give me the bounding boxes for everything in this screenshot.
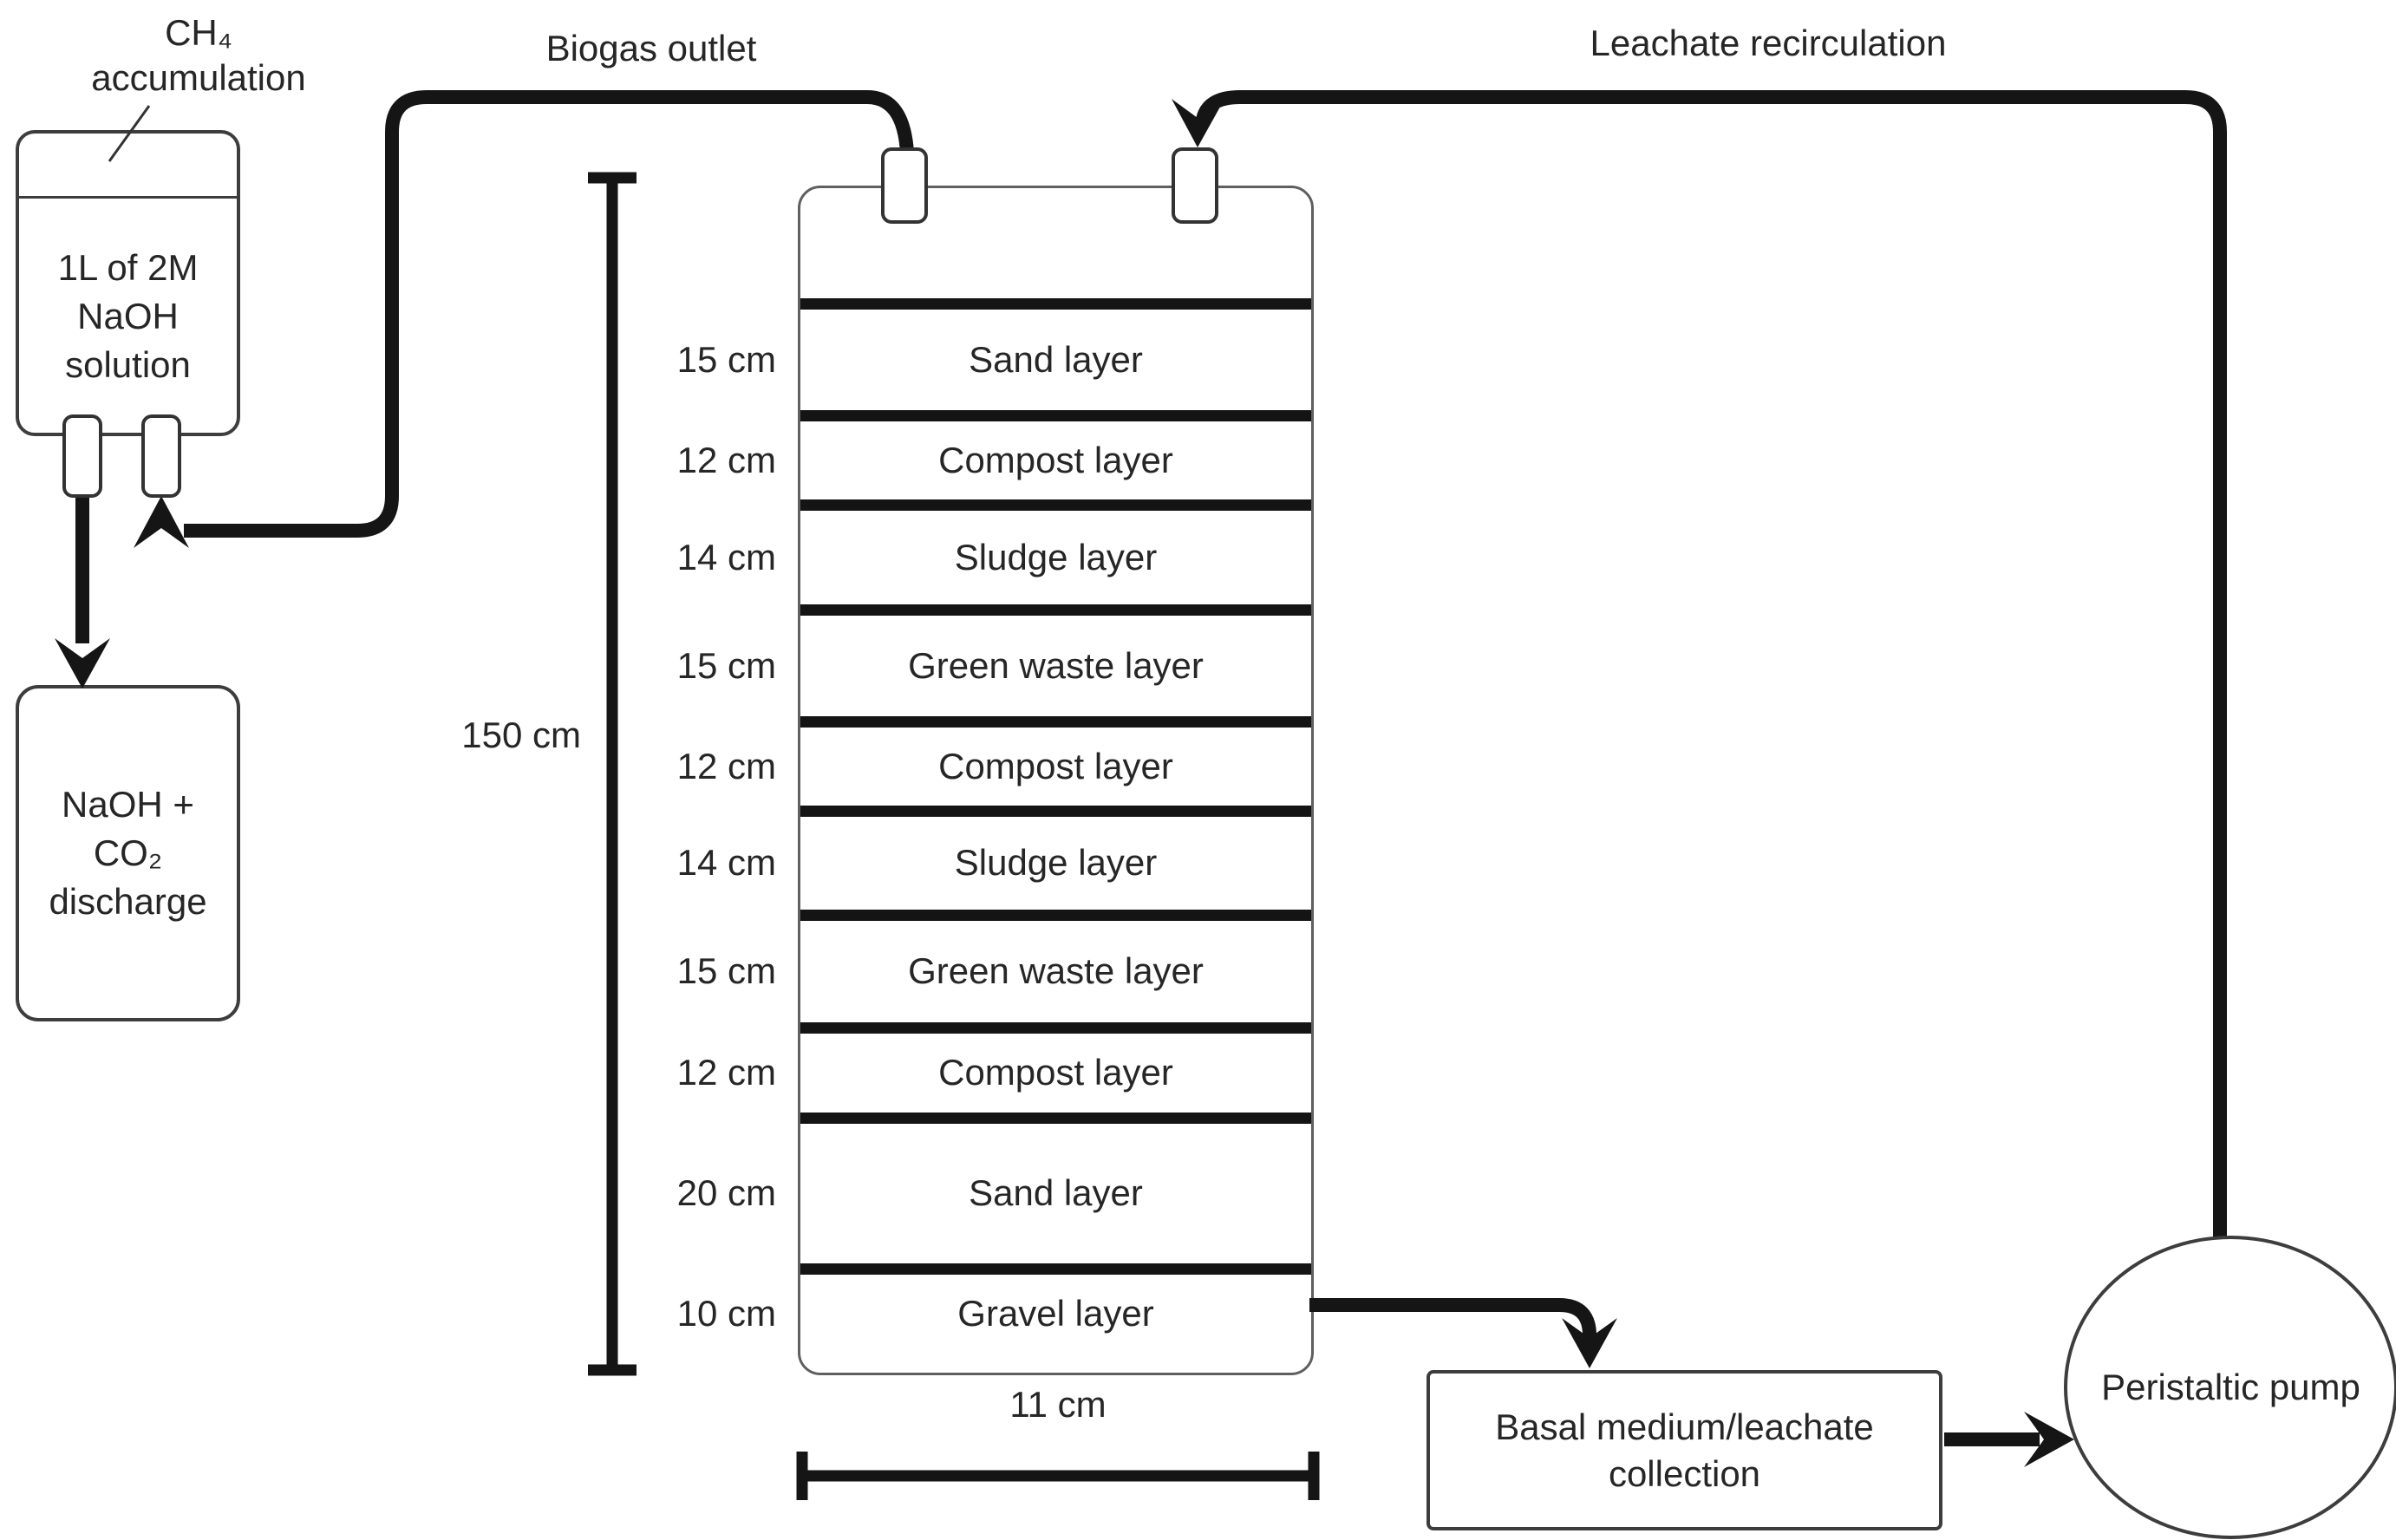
naoh-trap-line1: 1L of 2M — [57, 246, 199, 288]
layer-size-sludge-1: 14 cm — [676, 537, 776, 578]
naoh-trap-line2: NaOH — [77, 295, 179, 336]
layer-size-sand-1: 15 cm — [676, 339, 776, 380]
layer-size-sludge-2: 14 cm — [676, 842, 776, 883]
layer-size-compost-2: 12 cm — [676, 746, 776, 786]
layer-divider — [800, 806, 1311, 817]
naoh-trap-label: 1L of 2M NaOH solution — [19, 199, 237, 433]
discharge-box: NaOH + CO₂ discharge — [16, 685, 240, 1021]
discharge-box-label: NaOH + CO₂ discharge — [19, 688, 237, 1018]
layer-name-greenwaste-2: Green waste layer — [908, 950, 1204, 991]
leachate-recirculation-pipe — [1193, 90, 2227, 1249]
recirculation-arrowhead-down — [1172, 99, 1224, 147]
trap-discharge-port — [62, 414, 102, 498]
layer-size-compost-3: 12 cm — [676, 1052, 776, 1093]
discharge-line1: NaOH + — [62, 784, 194, 825]
biogas-outlet-label: Biogas outlet — [545, 28, 757, 69]
layer-name-compost-2: Compost layer — [938, 746, 1173, 786]
layer-size-greenwaste-2: 15 cm — [676, 950, 776, 991]
layer-name-sludge-1: Sludge layer — [954, 537, 1158, 578]
trap-biogas-inlet-port — [141, 414, 181, 498]
discharge-arrowhead-down — [55, 638, 110, 688]
naoh-trap-vessel: 1L of 2M NaOH solution — [16, 130, 240, 436]
height-dimension-label: 150 cm — [461, 715, 581, 755]
reactor-column: Sand layer Compost layer Sludge layer Gr… — [798, 186, 1314, 1375]
discharge-line2: CO₂ — [93, 832, 163, 873]
layer-divider — [800, 499, 1311, 511]
layer-name-gravel: Gravel layer — [957, 1293, 1154, 1334]
discharge-line3: discharge — [49, 881, 207, 922]
reactor-biogas-port — [881, 147, 928, 224]
layer-divider — [800, 1022, 1311, 1034]
layer-divider — [800, 716, 1311, 728]
leachate-recirculation-label: Leachate recirculation — [1590, 23, 1947, 63]
naoh-trap-line3: solution — [65, 343, 191, 385]
leachate-outlet-pipe — [1309, 1298, 1596, 1339]
layer-size-compost-1: 12 cm — [676, 440, 776, 480]
layer-divider — [800, 1113, 1311, 1124]
layer-divider — [800, 604, 1311, 616]
ch4-accumulation-label-line1: CH₄ — [165, 12, 232, 53]
layer-size-gravel: 10 cm — [676, 1293, 776, 1334]
biogas-pipe — [184, 90, 914, 538]
ch4-pointer-line — [108, 105, 151, 162]
ch4-accumulation-label-line2: accumulation — [91, 57, 306, 98]
layer-size-sand-2: 20 cm — [676, 1172, 776, 1213]
basal-box-line2: collection — [1608, 1452, 1761, 1494]
pump-label: Peristaltic pump — [2101, 1367, 2360, 1407]
width-dimension-label: 11 cm — [1009, 1384, 1107, 1425]
biogas-arrowhead-up — [134, 496, 189, 548]
layer-size-greenwaste-1: 15 cm — [676, 645, 776, 686]
layer-divider — [800, 1263, 1311, 1275]
layer-divider — [800, 410, 1311, 421]
peristaltic-pump: Peristaltic pump — [2064, 1236, 2396, 1539]
reactor-recirculation-port — [1172, 147, 1218, 224]
naoh-trap-liquid-level-line — [19, 196, 237, 199]
layer-name-compost-1: Compost layer — [938, 440, 1173, 480]
layer-name-compost-3: Compost layer — [938, 1052, 1173, 1093]
layer-name-sand-2: Sand layer — [969, 1172, 1143, 1213]
basal-medium-box: Basal medium/leachate collection — [1427, 1370, 1942, 1530]
layer-divider — [800, 910, 1311, 921]
layer-name-sludge-2: Sludge layer — [954, 842, 1158, 883]
layer-name-sand-1: Sand layer — [969, 339, 1143, 380]
basal-box-line1: Basal medium/leachate — [1495, 1406, 1874, 1447]
pump-arrowhead-right — [2024, 1412, 2074, 1467]
outlet-arrowhead-down — [1562, 1318, 1617, 1368]
layer-name-greenwaste-1: Green waste layer — [908, 645, 1204, 686]
layer-divider — [800, 298, 1311, 310]
